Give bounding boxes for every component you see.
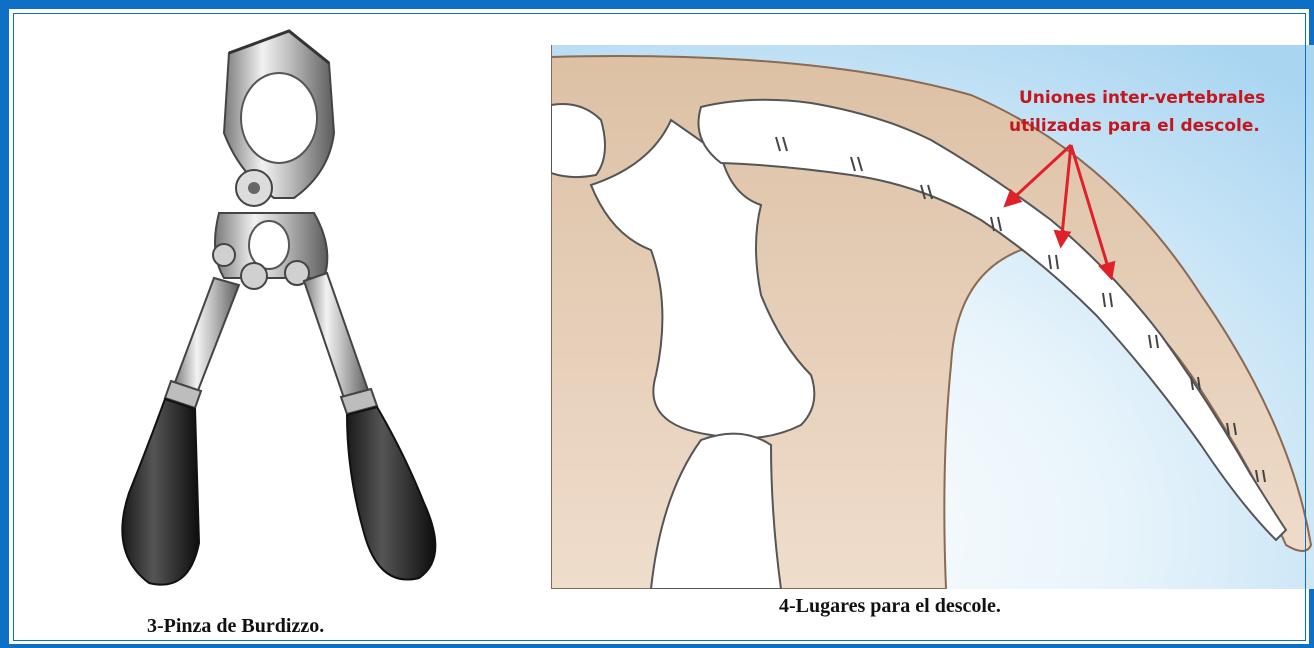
caption-burdizzo: 3-Pinza de Burdizzo.: [147, 615, 324, 638]
annotation-line-2: utilizadas para el descole.: [1009, 116, 1260, 136]
caption-descole: 4-Lugares para el descole.: [779, 595, 1001, 618]
annotation-line-1: Uniones inter-vertebrales: [1019, 88, 1265, 108]
burdizzo-clamp-illustration: [79, 23, 469, 603]
tail-vertebrae-illustration: Uniones inter-vertebrales utilizadas par…: [551, 45, 1314, 589]
